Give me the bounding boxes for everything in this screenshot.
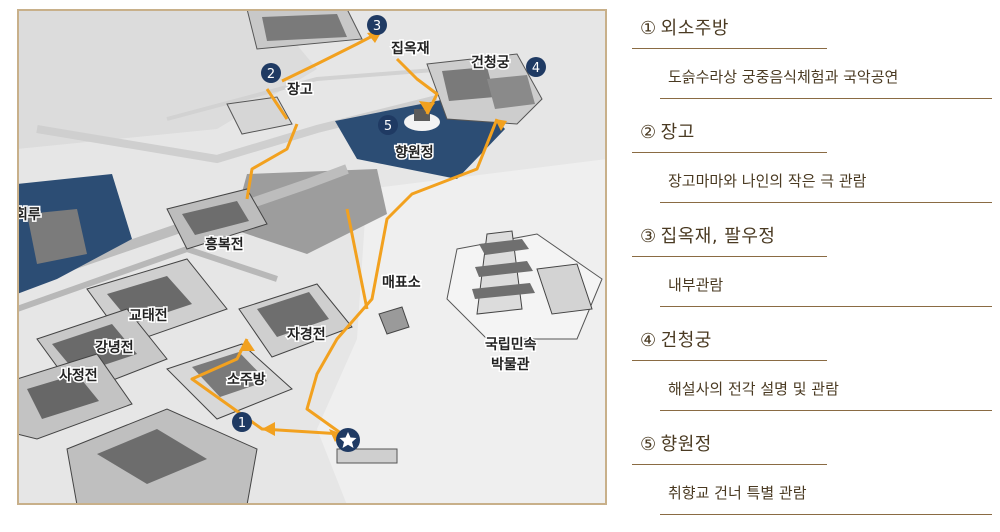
palace-map: 1 2 3 4 5 장고 집옥재 건청궁 향원정 회루 흥복전 매표소 교태전 [17, 9, 607, 505]
label-gyotaejeon: 교태전 [129, 307, 168, 324]
geoncheonggung-building [487, 75, 535, 109]
label-janggo: 장고 [287, 81, 313, 98]
svg-text:1: 1 [238, 416, 246, 431]
label-heungbokjeon: 흥복전 [205, 236, 244, 253]
label-sajeongjeon: 사정전 [59, 367, 98, 384]
svg-text:5: 5 [384, 119, 392, 134]
tour-route [190, 29, 499, 436]
sajeongjeon-building [27, 374, 99, 419]
svg-text:2: 2 [267, 67, 275, 82]
museum-pagoda [472, 283, 535, 299]
legend-divider [632, 48, 827, 49]
label-ticket: 매표소 [382, 275, 421, 291]
legend-divider [632, 152, 827, 153]
legend-divider [660, 514, 992, 515]
label-hoeru: 회루 [17, 207, 41, 223]
label-sojubang: 소주방 [227, 371, 266, 388]
marker-2: 2 [261, 63, 281, 83]
heungbokjeon-building [182, 201, 249, 235]
legend-desc: 도슭수라상 궁중음식체험과 국악공연 [668, 68, 899, 86]
legend-divider [660, 202, 992, 203]
east-plaza [232, 169, 387, 254]
hyangwonjeong-island [404, 113, 440, 131]
legend-divider [632, 360, 827, 361]
jagyeongjeon-building [257, 292, 329, 337]
south-buildings [97, 429, 207, 484]
legend-divider [632, 464, 827, 465]
legend-divider [660, 410, 992, 411]
marker-3: 3 [367, 15, 387, 35]
palace-wall [166, 67, 448, 121]
legend-divider [660, 98, 992, 99]
entrance-wall [336, 448, 398, 464]
route-arrows [239, 31, 507, 442]
legend-divider [660, 306, 992, 307]
label-hyangwonjeong: 향원정 [395, 144, 434, 161]
jibokjae-building [262, 14, 347, 41]
museum-pagoda [475, 261, 533, 277]
map-frame [17, 9, 607, 505]
sojubang-building [192, 352, 267, 397]
museum-hall [536, 263, 593, 315]
svg-text:4: 4 [532, 61, 540, 76]
legend-desc: 해설사의 전각 설명 및 관람 [668, 380, 839, 398]
label-jibokjae: 집옥재 [391, 40, 430, 57]
ticket-booth [378, 306, 410, 335]
label-gangnyeongjeon: 강녕전 [95, 339, 134, 356]
star-icon [339, 432, 357, 448]
svg-text:3: 3 [373, 19, 381, 34]
legend-divider [632, 256, 827, 257]
museum-pagoda [479, 239, 529, 255]
marker-5: 5 [378, 115, 398, 135]
marker-4: 4 [526, 57, 546, 77]
legend-desc: 장고마마와 나인의 작은 극 관람 [668, 172, 867, 190]
geoncheonggung-building [442, 67, 495, 101]
janggo-building [226, 96, 293, 135]
legend-desc: 취향교 건너 특별 관람 [668, 484, 807, 502]
marker-1: 1 [232, 412, 252, 432]
label-museum: 국립민속 [485, 336, 537, 353]
label-geoncheonggung: 건청궁 [471, 54, 510, 71]
gyeonghoeru-pavilion [27, 209, 87, 264]
legend-desc: 내부관람 [668, 276, 724, 294]
label-jagyeongjeon: 자경전 [287, 326, 326, 343]
label-museum: 박물관 [491, 356, 530, 373]
